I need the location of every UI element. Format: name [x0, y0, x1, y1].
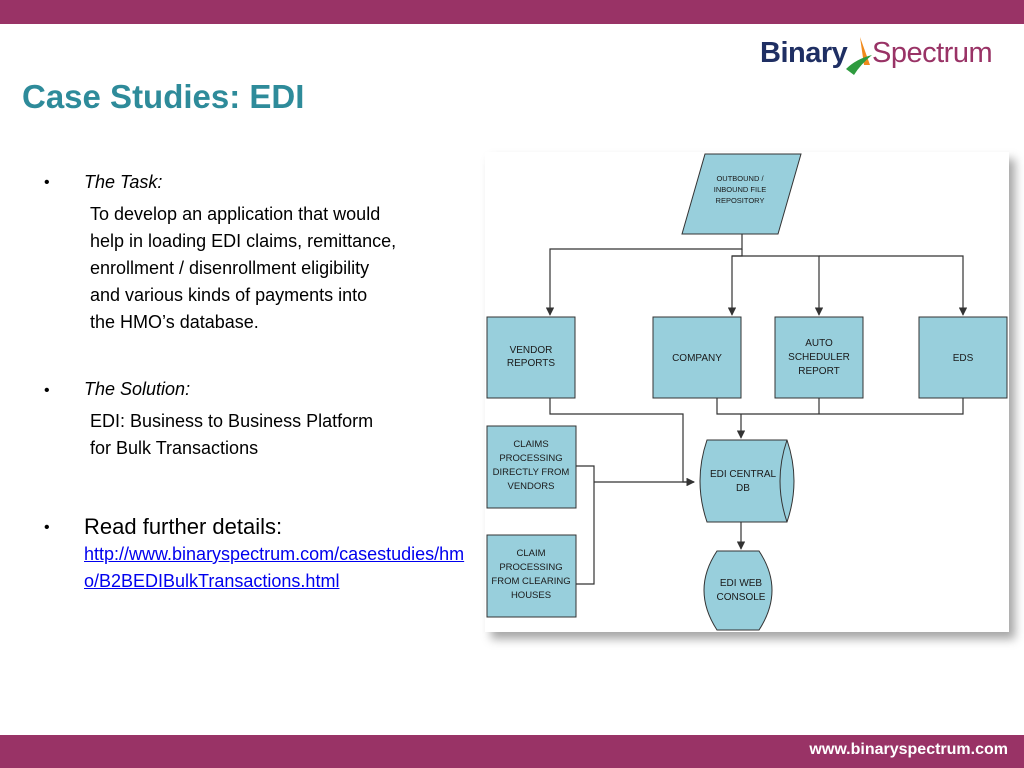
node-repository: OUTBOUND / INBOUND FILE REPOSITORY: [681, 153, 802, 235]
logo-text-spectrum: Spectrum: [872, 37, 993, 69]
db-line-2: DB: [736, 483, 750, 494]
claims-clearing-line-1: CLAIM: [516, 548, 545, 559]
node-web-console: EDI WEB CONSOLE: [703, 550, 773, 631]
task-heading: The Task:: [84, 172, 163, 192]
node-vendor-reports: VENDOR REPORTS: [486, 316, 576, 399]
vendor-line-2: REPORTS: [507, 358, 555, 369]
edi-flow-diagram: OUTBOUND / INBOUND FILE REPOSITORY VENDO…: [485, 152, 1009, 632]
bullet-task: •: [44, 174, 50, 191]
connector-bottom-bus: [716, 398, 964, 415]
connector-repo-vendor: [545, 234, 743, 316]
connectors: [545, 234, 968, 585]
claims-vendors-line-4: VENDORS: [508, 481, 555, 492]
eds-label: EDS: [953, 353, 974, 364]
task-line-3: enrollment / disenrollment eligibility: [90, 258, 370, 278]
connector-claims-bracket: [576, 465, 595, 585]
task-line-1: To develop an application that would: [90, 204, 381, 224]
connector-repo-auto: [732, 255, 824, 316]
claims-clearing-line-4: HOUSES: [511, 590, 551, 601]
claims-vendors-line-3: DIRECTLY FROM: [493, 467, 570, 478]
connector-repo-eds: [819, 255, 968, 316]
node-claims-vendors: CLAIMS PROCESSING DIRECTLY FROM VENDORS: [486, 425, 577, 509]
console-line-1: EDI WEB: [720, 578, 763, 589]
slide-title: Case Studies: EDI: [22, 78, 305, 115]
case-study-link[interactable]: http://www.binaryspectrum.com/casestudie…: [84, 544, 465, 591]
connector-repo-company: [727, 249, 743, 316]
auto-line-1: AUTO: [805, 338, 833, 349]
bullet-solution: •: [44, 382, 50, 399]
logo-text-binary: Binary: [760, 37, 848, 69]
binary-spectrum-logo: Binary Spectrum: [760, 33, 1000, 81]
db-line-1: EDI CENTRAL: [710, 469, 777, 480]
node-auto-scheduler: AUTO SCHEDULER REPORT: [774, 316, 864, 399]
console-line-2: CONSOLE: [717, 592, 766, 603]
repo-line-3: REPOSITORY: [716, 196, 765, 205]
details-label: Read further details:: [84, 514, 283, 539]
solution-line-1: EDI: Business to Business Platform: [90, 411, 374, 431]
node-claims-clearing: CLAIM PROCESSING FROM CLEARING HOUSES: [486, 534, 577, 618]
bottom-bar: www.binaryspectrum.com: [0, 735, 1024, 768]
task-line-2: help in loading EDI claims, remittance,: [90, 231, 397, 251]
node-company: COMPANY: [652, 316, 742, 399]
task-line-4: and various kinds of payments into: [90, 285, 368, 305]
bullet-details: •: [44, 519, 50, 536]
repo-line-1: OUTBOUND /: [716, 174, 764, 183]
task-line-5: the HMO’s database.: [90, 312, 259, 332]
claims-vendors-line-1: CLAIMS: [513, 439, 548, 450]
auto-line-2: SCHEDULER: [788, 352, 850, 363]
top-bar: [0, 0, 1024, 24]
solution-heading: The Solution:: [84, 379, 191, 399]
logo-swoosh-icon: [846, 37, 872, 75]
auto-line-3: REPORT: [798, 366, 840, 377]
claims-clearing-line-2: PROCESSING: [499, 562, 562, 573]
node-central-db: EDI CENTRAL DB: [699, 439, 795, 523]
company-label: COMPANY: [672, 353, 722, 364]
vendor-line-1: VENDOR: [510, 345, 553, 356]
claims-vendors-line-2: PROCESSING: [499, 453, 562, 464]
flow-diagram-svg: OUTBOUND / INBOUND FILE REPOSITORY VENDO…: [486, 153, 1008, 631]
footer-url: www.binaryspectrum.com: [809, 741, 1008, 758]
repo-line-2: INBOUND FILE: [714, 185, 767, 194]
solution-line-2: for Bulk Transactions: [90, 438, 259, 458]
node-eds: EDS: [918, 316, 1008, 399]
claims-clearing-line-3: FROM CLEARING: [491, 576, 570, 587]
